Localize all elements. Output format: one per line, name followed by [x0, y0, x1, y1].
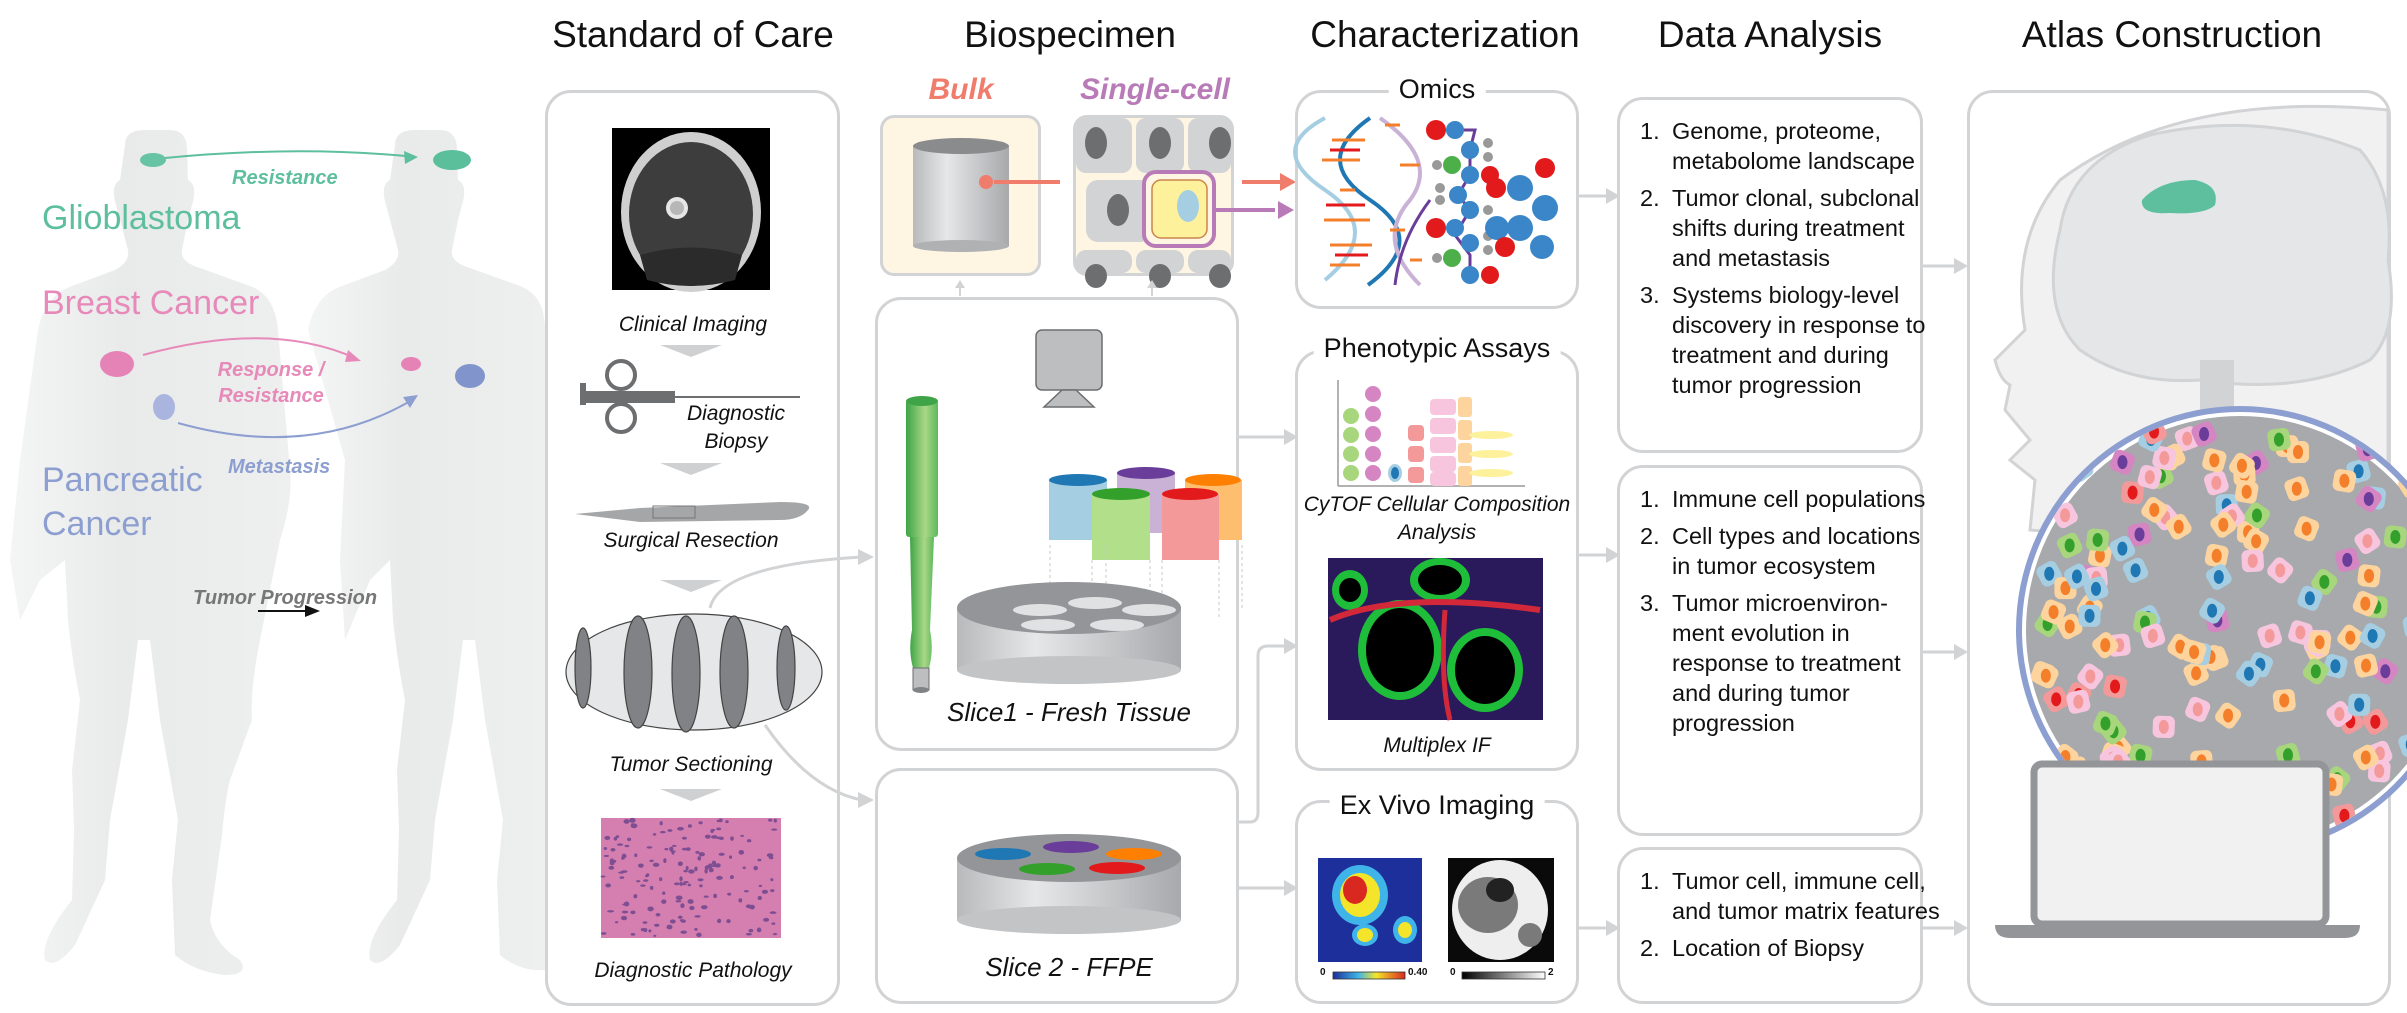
label-response-resistance: Response / Resistance	[217, 359, 325, 407]
label-bulk: Bulk	[928, 73, 994, 106]
header-characterization: Characterization	[1310, 14, 1580, 55]
pancreatic-tumor-initial	[153, 394, 175, 420]
step-surgical-resection: Surgical Resection	[603, 529, 779, 552]
label-metastasis: Metastasis	[228, 456, 331, 478]
slice1-fresh-tissue-panel	[875, 297, 1239, 751]
ex-vivo-title: Ex Vivo Imaging	[1329, 790, 1545, 821]
disease-breast-cancer: Breast Cancer	[42, 284, 260, 322]
human-silhouette-left	[10, 130, 291, 975]
lymphocyte	[2402, 614, 2407, 639]
single-cell-sample-box	[1073, 115, 1234, 276]
pancreatic-tumor-metastasis	[455, 364, 485, 388]
tumor-cell	[2398, 472, 2407, 499]
omics-analysis-list: Genome, proteome, metabolome landscape T…	[1638, 116, 1932, 407]
disease-pancreatic-cancer: Pancreatic Cancer	[42, 461, 203, 543]
label-tumor-progression: Tumor Progression	[193, 587, 378, 609]
resistance-arrow	[164, 150, 416, 159]
tumor-cell	[2397, 825, 2407, 848]
label-slice1: Slice1 - Fresh Tissue	[947, 697, 1191, 727]
omics-title: Omics	[1388, 74, 1486, 105]
macrophage	[2394, 786, 2407, 810]
header-standard-of-care: Standard of Care	[552, 14, 834, 55]
omics-analysis-box: Genome, proteome, metabolome landscape T…	[1617, 97, 1925, 453]
lymphocyte	[2398, 732, 2407, 758]
step-diagnostic-biopsy: Diagnostic Biopsy	[686, 402, 786, 453]
human-silhouettes	[10, 130, 545, 1013]
disease-glioblastoma: Glioblastoma	[42, 199, 241, 237]
lymphocyte	[2393, 790, 2407, 815]
metastasis-arrow	[177, 399, 413, 439]
omics-analysis-item: Tumor clonal, subclonal shifts during tr…	[1640, 183, 1920, 271]
heatmap-scale-max: 0.40	[1408, 967, 1428, 978]
label-slice2: Slice 2 - FFPE	[985, 952, 1153, 982]
step-clinical-imaging: Clinical Imaging	[618, 313, 768, 336]
multiplex-if-label: Multiplex IF	[1383, 734, 1491, 757]
phenotypic-analysis-item: Tumor microenviron-ment evolution in res…	[1640, 588, 1901, 736]
phenotypic-analysis-item: Immune cell populations	[1640, 484, 1926, 514]
imaging-analysis-item: Tumor cell, immune cell, and tumor matri…	[1640, 866, 1940, 924]
human-silhouette-right	[308, 130, 545, 1013]
label-single-cell: Single-cell	[1079, 73, 1231, 106]
phenotypic-analysis-item: Cell types and locations in tumor ecosys…	[1640, 521, 1921, 579]
dendritic-cell-nucleus	[2390, 529, 2401, 544]
cytof-label: CyTOF Cellular Composition Analysis	[1303, 493, 1571, 544]
grayscale-scale-max: 2	[1548, 967, 1554, 978]
omics-analysis-item: Genome, proteome, metabolome landscape	[1640, 116, 1915, 174]
tumor-cell-nucleus	[2395, 805, 2406, 820]
imaging-analysis-list: Tumor cell, immune cell, and tumor matri…	[1638, 866, 1942, 970]
imaging-analysis-item: Location of Biopsy	[1640, 933, 1865, 963]
imaging-analysis-box: Tumor cell, immune cell, and tumor matri…	[1617, 847, 1940, 1004]
phenotypic-assays-panel	[1295, 350, 1579, 771]
glioblastoma-tumor-initial	[140, 153, 166, 167]
phenotypic-title: Phenotypic Assays	[1313, 333, 1561, 364]
glioblastoma-tumor-progressed	[433, 150, 471, 170]
label-resistance: Resistance	[232, 167, 338, 189]
single-cell-to-omics-arrow	[1278, 201, 1294, 219]
step-tumor-sectioning: Tumor Sectioning	[609, 753, 773, 776]
header-atlas-construction: Atlas Construction	[2021, 14, 2323, 55]
phenotypic-analysis-box: Immune cell populations Cell types and l…	[1617, 465, 1925, 836]
macrophage-nucleus	[2401, 791, 2407, 806]
response-arrow	[142, 337, 356, 359]
header-data-analysis: Data Analysis	[1657, 14, 1883, 55]
ex-vivo-imaging-panel	[1295, 800, 1579, 1004]
heatmap-scale-min: 0	[1320, 967, 1326, 978]
atlas-construction-panel	[1967, 90, 2391, 1006]
omics-panel	[1295, 90, 1579, 309]
lymphocyte-nucleus	[2401, 795, 2407, 810]
breast-tumor-progressed	[401, 357, 421, 371]
header-biospecimen: Biospecimen	[964, 14, 1176, 55]
step-diagnostic-pathology: Diagnostic Pathology	[594, 959, 792, 982]
bulk-sample-box	[880, 115, 1041, 276]
omics-analysis-item: Systems biology-level discovery in respo…	[1640, 280, 1926, 398]
patients-panel: Glioblastoma Breast Cancer Pancreatic Ca…	[0, 0, 545, 1013]
grayscale-scale-min: 0	[1450, 967, 1456, 978]
phenotypic-analysis-list: Immune cell populations Cell types and l…	[1638, 484, 1932, 745]
breast-tumor-initial	[100, 351, 134, 377]
